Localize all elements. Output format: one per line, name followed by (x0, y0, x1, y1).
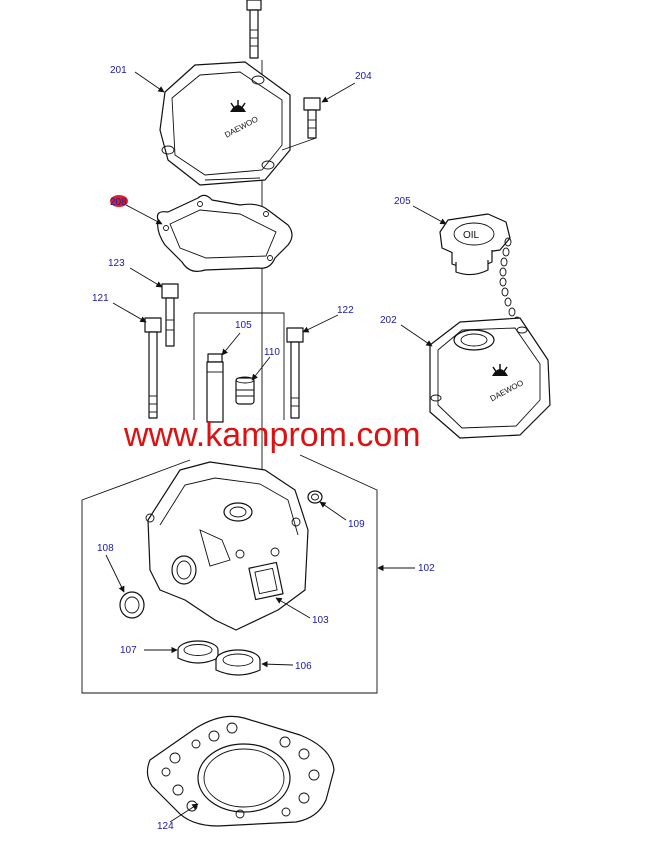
label-121: 121 (92, 293, 109, 304)
daewoo-logo-icon-2 (492, 364, 508, 376)
label-122: 122 (337, 305, 354, 316)
oil-cap-chain (499, 237, 521, 326)
group-bracket (193, 312, 285, 420)
plug-109 (307, 490, 323, 504)
label-103: 103 (312, 615, 329, 626)
valve-cover-201: DAEWOO (159, 61, 291, 186)
oil-cap-text: OIL (463, 230, 480, 241)
cylinder-head-103 (145, 461, 309, 631)
label-202: 202 (380, 315, 397, 326)
label-123: 123 (108, 258, 125, 269)
injector-sleeve-105 (206, 353, 224, 423)
highlight-marker-208 (110, 195, 128, 207)
label-205: 205 (394, 196, 411, 207)
top-bolt (246, 0, 262, 59)
label-109: 109 (348, 519, 365, 530)
watermark-text: www.kamprom.com (123, 416, 421, 454)
label-105: 105 (235, 320, 252, 331)
ring-106 (215, 649, 261, 676)
seal-ring-108 (119, 591, 145, 619)
label-208: 208 (110, 197, 127, 208)
leader-lines (105, 71, 447, 823)
label-110: 110 (264, 347, 280, 358)
valve-cover-202: DAEWOO (429, 317, 551, 439)
label-124: 124 (157, 821, 174, 832)
head-gasket-124 (146, 715, 335, 827)
label-204: 204 (355, 71, 372, 82)
bolt-123 (161, 283, 179, 347)
assembly-box-102 (81, 454, 378, 694)
ring-107 (177, 640, 219, 664)
bolt-204 (303, 97, 321, 139)
label-108: 108 (97, 543, 114, 554)
label-201: 201 (110, 65, 127, 76)
bolt-122 (286, 327, 304, 419)
daewoo-logo-icon (230, 100, 246, 112)
cover-gasket-208 (156, 194, 293, 272)
label-102: 102 (418, 563, 435, 574)
label-107: 107 (120, 645, 137, 656)
oil-cap-205: OIL (439, 213, 511, 276)
bolt-121 (144, 317, 162, 419)
label-106: 106 (295, 661, 312, 672)
seal-110 (235, 376, 255, 405)
